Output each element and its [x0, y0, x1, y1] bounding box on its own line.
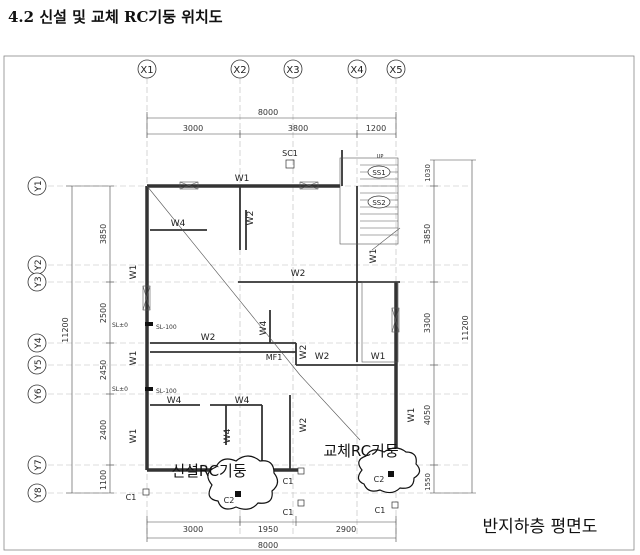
dim-left-total: 11200 — [61, 317, 70, 342]
grid-label-x5: X5 — [389, 65, 402, 76]
wall-label: W4 — [167, 396, 182, 406]
wall-label: W4 — [223, 428, 233, 443]
dim-left-seg-1: 3850 — [99, 224, 108, 244]
inner-walls — [150, 150, 400, 470]
wall-label: W2 — [291, 269, 306, 279]
new-column-cloud — [207, 455, 279, 510]
section-heading: 4.2 신설 및 교체 RC기둥 위치도 — [8, 8, 223, 26]
grid-label-y1: Y1 — [34, 180, 44, 192]
label-sc1: SC1 — [282, 149, 298, 158]
dim-right-seg-1: 1030 — [424, 164, 432, 182]
wall-label: W2 — [246, 211, 256, 226]
grid-label-y2: Y2 — [34, 259, 44, 271]
label-mf1: MF1 — [266, 353, 283, 362]
grid-label-x4: X4 — [350, 65, 363, 76]
c1-label: C1 — [375, 506, 386, 515]
label-ss1: SS1 — [372, 169, 385, 177]
bottom-dimensions — [146, 516, 397, 542]
wall-label: W4 — [235, 396, 250, 406]
wall-label: W1 — [129, 351, 139, 366]
grid-label-y8: Y8 — [34, 487, 44, 499]
grid-label-x3: X3 — [286, 65, 299, 76]
right-dimensions — [430, 159, 476, 494]
wall-label: W4 — [171, 219, 186, 229]
sl-label-2b: SL-100 — [156, 388, 177, 395]
wall-label: W2 — [315, 352, 330, 362]
grid-bubbles-y: Y1 Y2 Y3 Y4 Y5 Y6 Y7 Y8 — [27, 176, 47, 503]
c2-new-column — [235, 491, 241, 497]
dim-right-seg-3: 3300 — [423, 313, 432, 333]
wall-label: W1 — [235, 174, 250, 184]
plan-title: 반지하층 평면도 — [483, 517, 598, 537]
dim-bottom-seg-3: 2900 — [336, 525, 356, 534]
wall-label: W1 — [369, 249, 379, 264]
wall-label: W2 — [299, 345, 309, 360]
wall-label: W4 — [259, 320, 269, 335]
grid-lines-y — [48, 185, 470, 494]
grid-label-x1: X1 — [140, 65, 153, 76]
c2-label-new: C2 — [224, 496, 235, 505]
left-dimensions — [66, 185, 114, 494]
replaced-column-cloud — [357, 447, 421, 494]
dim-bottom-seg-1: 3000 — [183, 525, 203, 534]
wall-label: W2 — [299, 418, 309, 433]
wall-label: W1 — [407, 408, 417, 423]
sl-label-1a: SL±0 — [112, 322, 128, 329]
sl-label-2a: SL±0 — [112, 386, 128, 393]
c2-replaced-column — [388, 471, 394, 477]
wall-label: W1 — [129, 265, 139, 280]
ss2-bubble — [367, 195, 391, 209]
dim-left-seg-3: 2450 — [99, 360, 108, 380]
dim-left-seg-5: 1100 — [99, 470, 108, 490]
wall-label: W1 — [129, 429, 139, 444]
diagonal-line — [146, 185, 301, 376]
c1-label: C1 — [283, 508, 294, 517]
grid-label-y5: Y5 — [34, 359, 44, 371]
replaced-column-annotation: 교체RC기둥 — [323, 442, 399, 460]
dim-bottom-total: 8000 — [258, 541, 278, 550]
drawing-frame — [3, 55, 635, 551]
dim-right-seg-2: 3850 — [423, 224, 432, 244]
window-marks — [142, 181, 400, 333]
grid-label-y7: Y7 — [34, 459, 44, 471]
dim-bottom-seg-2: 1950 — [258, 525, 278, 534]
label-ss2: SS2 — [372, 199, 385, 207]
top-dimensions — [146, 112, 397, 138]
dim-top-seg-2: 3800 — [288, 124, 308, 133]
sc1-box — [285, 159, 295, 169]
label-up: UP — [377, 154, 384, 160]
dim-right-seg-4: 4050 — [423, 405, 432, 425]
dim-right-seg-5: 1550 — [424, 473, 432, 491]
dim-top-seg-3: 1200 — [366, 124, 386, 133]
c1-label: C1 — [283, 477, 294, 486]
ss1-bubble — [367, 165, 391, 179]
c1-label: C1 — [126, 493, 137, 502]
wall-labels: W1 W4 W2 W2 W2 W1 W4 W4 W2 W1 W4 W2 W1 W… — [129, 174, 417, 443]
grid-label-y4: Y4 — [34, 337, 44, 349]
sl-label-1b: SL-100 — [156, 324, 177, 331]
diagonal-line-2 — [299, 374, 361, 441]
c2-label-replaced: C2 — [374, 475, 385, 484]
dim-left-seg-4: 2400 — [99, 420, 108, 440]
sl-markers — [145, 322, 153, 391]
c1-columns — [142, 467, 399, 509]
dim-right-total: 11200 — [461, 315, 470, 340]
wall-label: W2 — [201, 333, 216, 343]
dim-top-total: 8000 — [258, 108, 278, 117]
wall-label: W1 — [371, 352, 386, 362]
new-column-annotation: 신설RC기둥 — [171, 462, 247, 480]
grid-label-x2: X2 — [233, 65, 246, 76]
grid-bubbles-x: X1 X2 X3 X4 X5 — [137, 59, 406, 79]
grid-label-y6: Y6 — [34, 388, 44, 400]
grid-label-y3: Y3 — [34, 276, 44, 288]
dim-left-seg-2: 2500 — [99, 303, 108, 323]
dim-top-seg-1: 3000 — [183, 124, 203, 133]
